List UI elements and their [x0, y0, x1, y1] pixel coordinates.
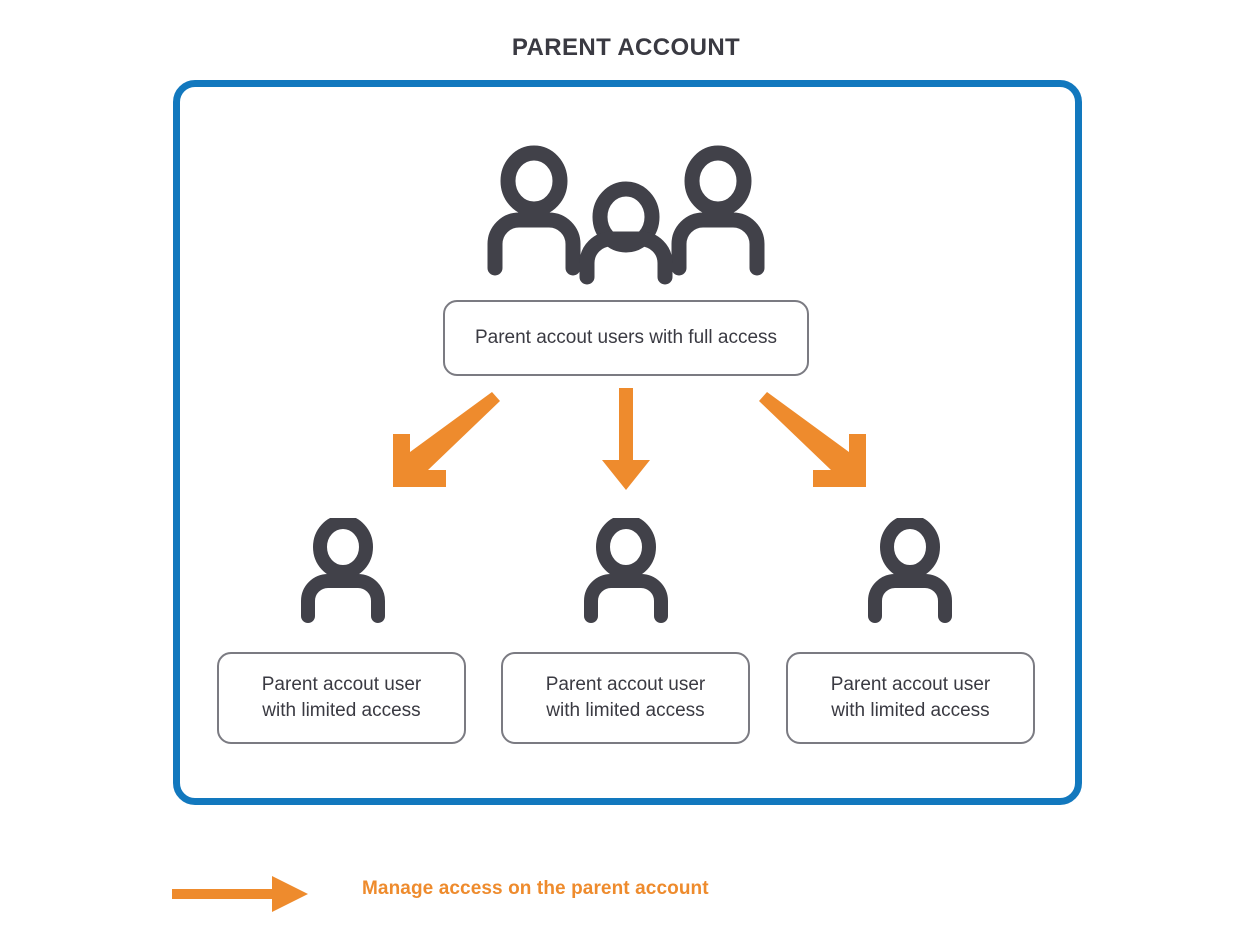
node-limited-access-2: Parent accout user with limited access: [501, 652, 750, 744]
arrow-down-icon: [600, 388, 652, 490]
node-limited-access-1-label: Parent accout user with limited access: [261, 674, 422, 721]
legend-label: Manage access on the parent account: [362, 878, 709, 899]
legend-right-arrow-icon: [172, 874, 312, 914]
person-icon-1: [300, 515, 386, 623]
node-limited-access-1: Parent accout user with limited access: [217, 652, 466, 744]
node-parent-full-access: Parent accout users with full access: [443, 300, 809, 376]
page-title: PARENT ACCOUNT: [511, 34, 741, 61]
node-limited-access-2-label: Parent accout user with limited access: [545, 674, 706, 721]
person-icon-2: [583, 515, 669, 623]
node-limited-access-3: Parent accout user with limited access: [786, 652, 1035, 744]
legend: Manage access on the parent account: [172, 866, 872, 920]
arrow-down-right-icon: [755, 388, 867, 490]
arrow-down-left-icon: [392, 388, 504, 490]
users-group-icon: [480, 145, 772, 285]
node-limited-access-3-label: Parent accout user with limited access: [830, 674, 991, 721]
node-parent-full-access-label: Parent accout users with full access: [474, 327, 778, 348]
person-icon-3: [867, 515, 953, 623]
